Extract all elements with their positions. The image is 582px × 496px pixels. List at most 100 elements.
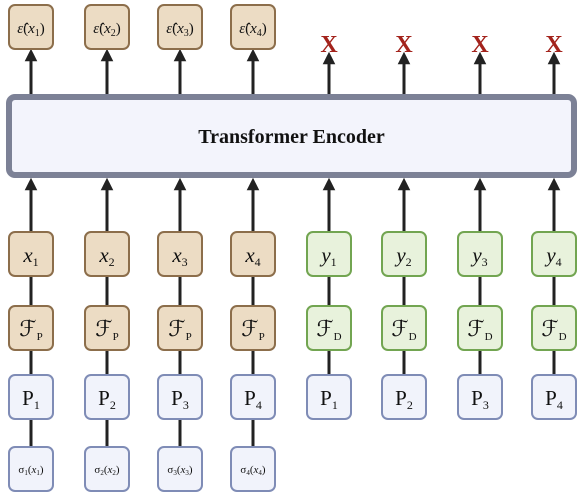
sigma-input-box bbox=[8, 446, 54, 492]
transformer-encoder: Transformer Encoder bbox=[6, 94, 577, 178]
p-block-cell: P1 bbox=[306, 374, 352, 420]
token-label: x2 bbox=[98, 243, 114, 269]
token-box bbox=[84, 231, 130, 277]
p-blocks-row: P1 P2 P3 P4 P1 P2 P3 P4 bbox=[8, 374, 577, 420]
p-block-box bbox=[84, 374, 130, 420]
masked-output-x-icon: X bbox=[471, 32, 489, 58]
token-box bbox=[457, 231, 503, 277]
token-box bbox=[531, 231, 577, 277]
p-block-box bbox=[531, 374, 577, 420]
feature-map-cell: ℱD bbox=[306, 305, 352, 351]
sigma-input-label: σ4(x4) bbox=[240, 464, 266, 477]
arrows-layer bbox=[24, 48, 561, 446]
token-label: y1 bbox=[319, 243, 336, 269]
token-cell: y3 bbox=[457, 231, 503, 277]
p-block-label: P3 bbox=[171, 386, 189, 412]
feature-map-label: ℱD bbox=[541, 316, 566, 343]
token-box bbox=[381, 231, 427, 277]
feature-map-box bbox=[381, 305, 427, 351]
token-cell: y4 bbox=[531, 231, 577, 277]
token-cell: x1 bbox=[8, 231, 54, 277]
tokens-row: x1 x2 x3 x4 y1 y2 y3 y4 bbox=[8, 231, 577, 277]
masked-output-x-icon: X bbox=[395, 32, 413, 58]
token-box bbox=[230, 231, 276, 277]
sigma-input-box bbox=[157, 446, 203, 492]
output-cell: ε̂(x1) bbox=[8, 4, 54, 50]
feature-map-label: ℱP bbox=[168, 316, 191, 343]
output-label: ε̂(x2) bbox=[93, 21, 121, 39]
token-label: x3 bbox=[171, 243, 187, 269]
output-cell: ε̂(x4) bbox=[230, 4, 276, 50]
p-block-box bbox=[306, 374, 352, 420]
p-block-box bbox=[230, 374, 276, 420]
feature-map-label: ℱP bbox=[95, 316, 118, 343]
token-box bbox=[306, 231, 352, 277]
feature-map-cell: ℱD bbox=[381, 305, 427, 351]
token-cell: x4 bbox=[230, 231, 276, 277]
output-label: ε̂(x3) bbox=[166, 21, 194, 39]
token-cell: y1 bbox=[306, 231, 352, 277]
feature-map-label: ℱP bbox=[241, 316, 264, 343]
token-cell: x2 bbox=[84, 231, 130, 277]
sigma-inputs-row: σ1(x1) σ2(x2) σ3(x3) σ4(x4) bbox=[8, 446, 276, 492]
token-label: x4 bbox=[244, 243, 260, 269]
p-block-box bbox=[157, 374, 203, 420]
p-block-label: P4 bbox=[545, 386, 563, 412]
output-box bbox=[84, 4, 130, 50]
feature-map-label: ℱD bbox=[391, 316, 416, 343]
p-block-label: P2 bbox=[395, 386, 413, 412]
feature-map-cell: ℱD bbox=[531, 305, 577, 351]
p-block-box bbox=[457, 374, 503, 420]
outputs-row: ε̂(x1) ε̂(x2) ε̂(x3) ε̂(x4) bbox=[8, 4, 276, 50]
feature-map-box bbox=[306, 305, 352, 351]
output-label: ε̂(x4) bbox=[239, 21, 267, 39]
sigma-input-cell: σ2(x2) bbox=[84, 446, 130, 492]
p-block-cell: P3 bbox=[457, 374, 503, 420]
output-cell: ε̂(x2) bbox=[84, 4, 130, 50]
feature-map-cell: ℱP bbox=[157, 305, 203, 351]
p-block-label: P1 bbox=[320, 386, 338, 412]
token-label: x1 bbox=[22, 243, 38, 269]
token-box bbox=[157, 231, 203, 277]
p-block-label: P4 bbox=[244, 386, 262, 412]
encoder-title: Transformer Encoder bbox=[198, 126, 385, 148]
sigma-input-cell: σ3(x3) bbox=[157, 446, 203, 492]
sigma-input-label: σ3(x3) bbox=[167, 464, 193, 477]
token-label: y2 bbox=[394, 243, 411, 269]
sigma-input-label: σ1(x1) bbox=[18, 464, 44, 477]
token-cell: y2 bbox=[381, 231, 427, 277]
p-block-label: P3 bbox=[471, 386, 489, 412]
p-block-cell: P4 bbox=[531, 374, 577, 420]
feature-map-label: ℱD bbox=[467, 316, 492, 343]
feature-map-label: ℱD bbox=[316, 316, 341, 343]
output-box bbox=[8, 4, 54, 50]
sigma-input-box bbox=[84, 446, 130, 492]
feature-map-cell: ℱP bbox=[230, 305, 276, 351]
p-block-label: P1 bbox=[22, 386, 40, 412]
token-label: y3 bbox=[470, 243, 487, 269]
feature-maps-row: ℱP ℱP ℱP ℱP ℱD ℱD ℱD ℱD bbox=[8, 305, 577, 351]
feature-map-box bbox=[457, 305, 503, 351]
output-box bbox=[157, 4, 203, 50]
p-block-label: P2 bbox=[98, 386, 116, 412]
token-box bbox=[8, 231, 54, 277]
p-block-cell: P3 bbox=[157, 374, 203, 420]
p-block-cell: P2 bbox=[381, 374, 427, 420]
p-block-cell: P4 bbox=[230, 374, 276, 420]
feature-map-label: ℱP bbox=[19, 316, 42, 343]
sigma-input-cell: σ1(x1) bbox=[8, 446, 54, 492]
masked-output-x-icon: X bbox=[320, 32, 338, 58]
feature-map-cell: ℱD bbox=[457, 305, 503, 351]
sigma-input-label: σ2(x2) bbox=[94, 464, 120, 477]
feature-map-box bbox=[157, 305, 203, 351]
feature-map-cell: ℱP bbox=[84, 305, 130, 351]
p-block-box bbox=[381, 374, 427, 420]
feature-map-box bbox=[84, 305, 130, 351]
feature-map-box bbox=[531, 305, 577, 351]
token-cell: x3 bbox=[157, 231, 203, 277]
feature-map-cell: ℱP bbox=[8, 305, 54, 351]
output-cell: ε̂(x3) bbox=[157, 4, 203, 50]
output-box bbox=[230, 4, 276, 50]
